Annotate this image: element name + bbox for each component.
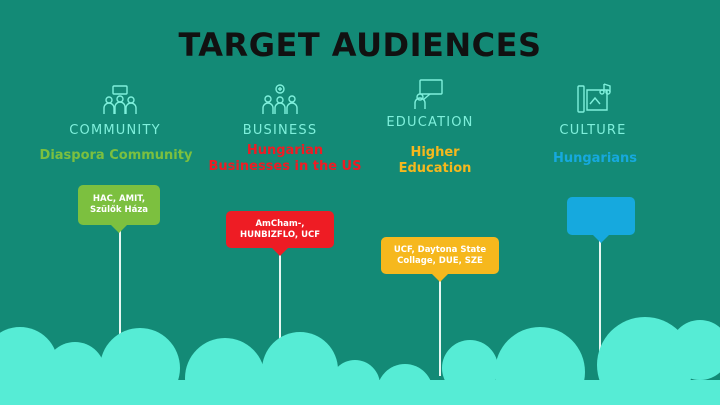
audience-community: Diaspora Community xyxy=(39,148,193,163)
pole-education xyxy=(439,276,441,376)
column-label-community: COMMUNITY xyxy=(69,123,161,138)
business-people-icon xyxy=(262,84,298,114)
community-group-icon xyxy=(103,85,137,114)
bubble-community: HAC, AMIT, Szülők Háza xyxy=(78,185,160,233)
pole-culture xyxy=(599,238,601,358)
column-label-education: EDUCATION xyxy=(386,115,474,130)
pole-business xyxy=(279,250,281,365)
bubble-education: UCF, Daytona State Collage, DUE, SZE xyxy=(381,237,499,282)
culture-arts-icon xyxy=(577,83,611,113)
audience-culture: Hungarians xyxy=(552,151,638,166)
audience-education: Higher Education xyxy=(398,145,472,176)
audience-business: Hungarian Businesses in the US xyxy=(208,143,362,174)
column-label-culture: CULTURE xyxy=(559,123,627,138)
pole-community xyxy=(119,225,121,365)
column-label-business: BUSINESS xyxy=(242,123,318,138)
teacher-board-icon xyxy=(414,79,443,109)
bubble-business: AmCham-, HUNBIZFLO, UCF xyxy=(226,211,334,256)
bubble-culture xyxy=(567,197,635,243)
page-title: TARGET AUDIENCES xyxy=(178,26,542,64)
